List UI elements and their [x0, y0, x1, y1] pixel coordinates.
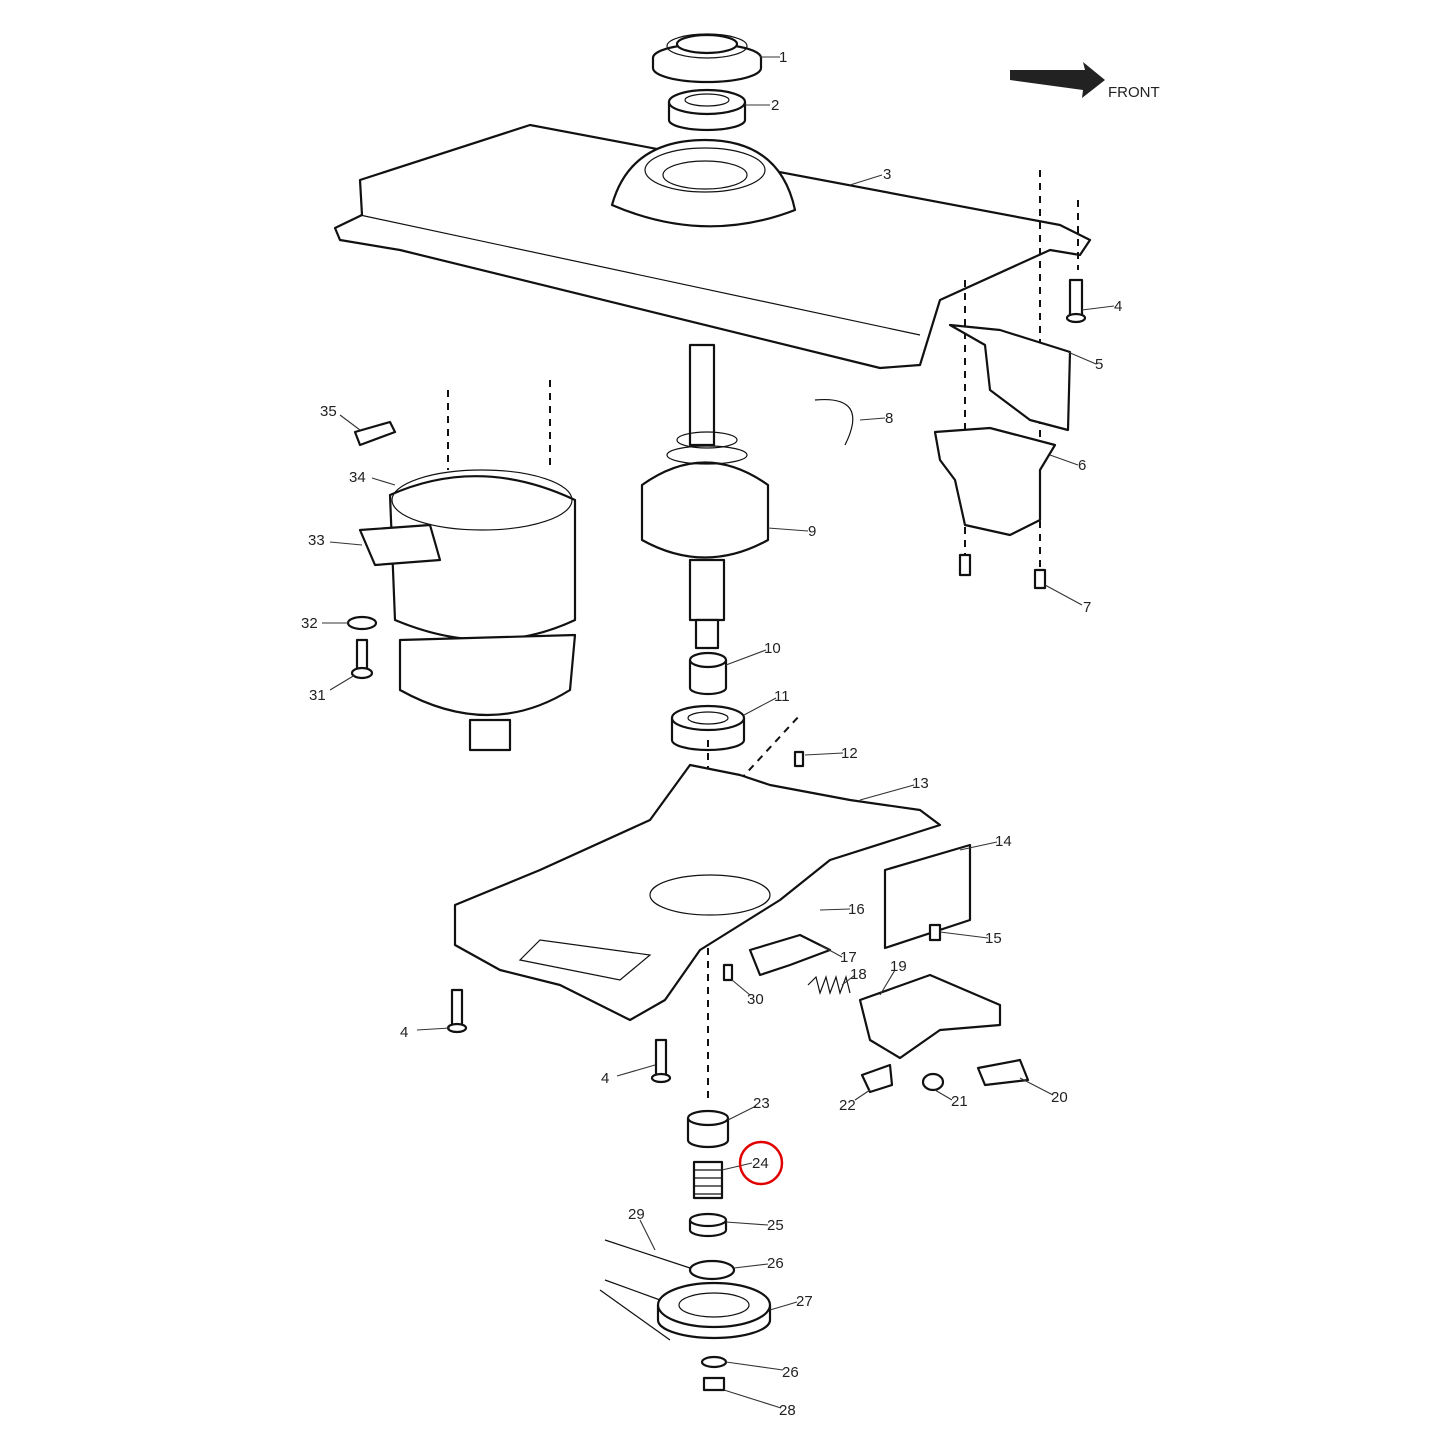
- callout-1[interactable]: 1: [779, 49, 787, 66]
- callout-34[interactable]: 34: [349, 469, 366, 486]
- callout-29[interactable]: 29: [628, 1206, 645, 1223]
- part-17-lever[interactable]: [748, 933, 832, 977]
- part-1-bearing[interactable]: [651, 33, 763, 84]
- part-22-cam[interactable]: [860, 1063, 894, 1094]
- callout-24[interactable]: 24: [752, 1155, 769, 1172]
- part-34-motor[interactable]: [358, 469, 577, 752]
- callout-18[interactable]: 18: [850, 966, 867, 983]
- callout-12[interactable]: 12: [841, 745, 858, 762]
- callout-7[interactable]: 7: [1083, 599, 1091, 616]
- part-15-screw[interactable]: [928, 923, 942, 942]
- callout-31[interactable]: 31: [309, 687, 326, 704]
- part-6-switch[interactable]: [933, 426, 1057, 537]
- callout-15[interactable]: 15: [985, 930, 1002, 947]
- callout-13[interactable]: 13: [912, 775, 929, 792]
- callout-9[interactable]: 9: [808, 523, 816, 540]
- part-13-base-frame[interactable]: [453, 763, 942, 1022]
- callout-19[interactable]: 19: [890, 958, 907, 975]
- callout-5[interactable]: 5: [1095, 356, 1103, 373]
- callout-8[interactable]: 8: [885, 410, 893, 427]
- callout-6[interactable]: 6: [1078, 457, 1086, 474]
- callout-35[interactable]: 35: [320, 403, 337, 420]
- part-30-screw[interactable]: [722, 963, 734, 982]
- part-32-washer[interactable]: [346, 615, 378, 631]
- part-3-mounting-plate[interactable]: [333, 123, 1092, 370]
- part-26-washer[interactable]: [688, 1259, 736, 1281]
- callout-30[interactable]: 30: [747, 991, 764, 1008]
- highlight-circle: [738, 1140, 784, 1186]
- part-23-gear[interactable]: [686, 1109, 730, 1149]
- part-4-screw[interactable]: [446, 988, 468, 1034]
- part-12-screw[interactable]: [793, 750, 805, 768]
- callout-32[interactable]: 32: [301, 615, 318, 632]
- callout-4[interactable]: 4: [400, 1024, 408, 1041]
- part-35-clip[interactable]: [353, 420, 397, 447]
- callout-14[interactable]: 14: [995, 833, 1012, 850]
- front-label: FRONT: [1108, 84, 1160, 101]
- part-21-spring[interactable]: [921, 1072, 945, 1092]
- front-arrow-icon: [1010, 62, 1105, 98]
- callout-21[interactable]: 21: [951, 1093, 968, 1110]
- part-25-collar[interactable]: [688, 1212, 728, 1238]
- callout-4[interactable]: 4: [1114, 298, 1122, 315]
- part-4-screw[interactable]: [650, 1038, 672, 1084]
- callout-11[interactable]: 11: [774, 688, 790, 705]
- part-14-bracket[interactable]: [883, 843, 972, 950]
- callout-26[interactable]: 26: [767, 1255, 784, 1272]
- callout-20[interactable]: 20: [1051, 1089, 1068, 1106]
- callout-28[interactable]: 28: [779, 1402, 796, 1419]
- callout-16[interactable]: 16: [848, 901, 865, 918]
- part-20-clip[interactable]: [976, 1058, 1030, 1087]
- part-5-bracket[interactable]: [948, 323, 1072, 432]
- callout-27[interactable]: 27: [796, 1293, 813, 1310]
- callout-labels: 1 2 3 4 5 8 6 9 7 35 34 33 32 31 10 11 1…: [301, 49, 1122, 1419]
- callout-3[interactable]: 3: [883, 166, 891, 183]
- part-24-spring[interactable]: [692, 1160, 724, 1200]
- callout-10[interactable]: 10: [764, 640, 781, 657]
- part-26-washer[interactable]: [700, 1355, 728, 1369]
- part-19-actuator[interactable]: [858, 973, 1002, 1060]
- callout-33[interactable]: 33: [308, 532, 325, 549]
- part-7-screw[interactable]: [958, 553, 1047, 590]
- part-10-coupling[interactable]: [688, 651, 728, 696]
- part-27-pulley[interactable]: [656, 1281, 772, 1340]
- callout-26[interactable]: 26: [782, 1364, 799, 1381]
- callout-17[interactable]: 17: [840, 949, 857, 966]
- leader-lines: [322, 56, 1115, 1409]
- callout-23[interactable]: 23: [753, 1095, 770, 1112]
- part-9-drive-shaft[interactable]: [640, 343, 770, 650]
- part-28-nut[interactable]: [702, 1376, 726, 1392]
- part-2-seal[interactable]: [667, 88, 747, 132]
- callout-25[interactable]: 25: [767, 1217, 784, 1234]
- part-31-bolt[interactable]: [350, 638, 374, 680]
- part-11-bearing[interactable]: [670, 704, 746, 752]
- part-18-spring[interactable]: [807, 974, 851, 996]
- callout-4[interactable]: 4: [601, 1070, 609, 1087]
- part-8-wire[interactable]: [814, 398, 854, 446]
- callout-2[interactable]: 2: [771, 97, 779, 114]
- part-4-screw[interactable]: [1065, 278, 1087, 324]
- callout-22[interactable]: 22: [839, 1097, 856, 1114]
- part-29-belt[interactable]: [599, 1239, 691, 1341]
